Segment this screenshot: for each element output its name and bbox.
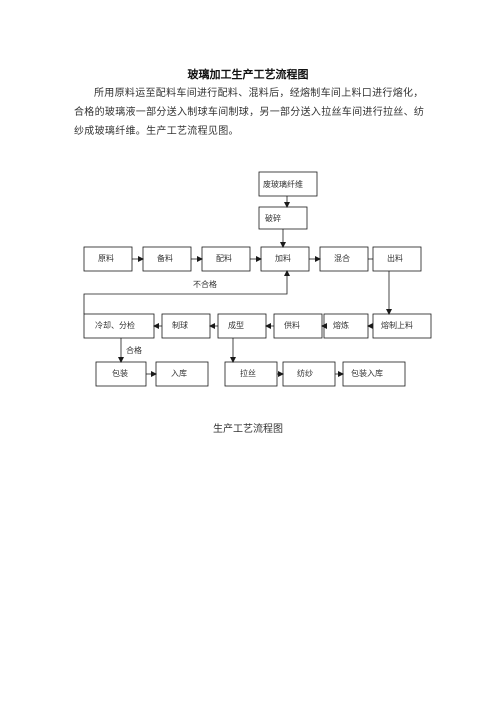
node-mixing: 混合	[319, 246, 369, 272]
node-batching: 配料	[201, 246, 251, 272]
node-raw-material-label: 原料	[98, 253, 114, 263]
node-discharge: 出料	[372, 246, 422, 272]
node-material-prep-label: 备料	[157, 253, 173, 263]
node-melt-loading-label: 熔制上料	[381, 320, 413, 330]
node-melt-loading: 熔制上料	[372, 313, 432, 339]
node-wire-drawing-label: 拉丝	[240, 368, 256, 378]
node-waste-glass-fiber-label: 废玻璃纤维	[263, 179, 303, 189]
node-smelting-label: 熔炼	[333, 320, 349, 330]
document-title: 玻璃加工生产工艺流程图	[187, 68, 309, 81]
node-spinning-label: 纺纱	[297, 368, 313, 378]
node-wire-drawing: 拉丝	[224, 361, 278, 387]
node-ball-making-label: 制球	[172, 320, 188, 330]
node-feeding-label: 加料	[275, 253, 291, 263]
node-forming-label: 成型	[228, 320, 244, 330]
node-supply: 供料	[273, 313, 323, 339]
node-pack-warehouse: 包装入库	[342, 361, 406, 387]
node-raw-material: 原料	[83, 246, 133, 272]
node-cooling-sorting-label: 冷却、分检	[95, 320, 135, 330]
label-unqualified: 不合格	[193, 279, 217, 289]
node-waste-glass-fiber: 废玻璃纤维	[258, 171, 318, 197]
node-warehousing: 入库	[155, 361, 209, 387]
intro-paragraph: 所用原料运至配料车间进行配料、混料后，经熔制车间上料口进行熔化，合格的玻璃液一部…	[74, 88, 425, 137]
node-forming: 成型	[217, 313, 267, 339]
node-warehousing-label: 入库	[171, 368, 187, 378]
label-qualified: 合格	[126, 345, 142, 355]
node-cooling-sorting: 冷却、分检	[83, 313, 155, 339]
node-material-prep: 备料	[142, 246, 192, 272]
node-packaging-label: 包装	[112, 368, 128, 378]
node-crushing-label: 破碎	[265, 213, 281, 223]
node-feeding: 加料	[260, 246, 310, 272]
node-mixing-label: 混合	[334, 253, 350, 263]
node-smelting: 熔炼	[323, 313, 369, 339]
node-packaging: 包装	[95, 361, 147, 387]
figure-caption: 生产工艺流程图	[213, 424, 283, 435]
node-supply-label: 供料	[284, 320, 300, 330]
node-batching-label: 配料	[216, 253, 232, 263]
node-spinning: 纺纱	[282, 361, 336, 387]
arrow-reject-recycle	[83, 270, 290, 314]
node-discharge-label: 出料	[387, 253, 403, 263]
node-crushing: 破碎	[258, 206, 308, 230]
node-ball-making: 制球	[161, 313, 211, 339]
node-pack-warehouse-label: 包装入库	[351, 368, 383, 378]
